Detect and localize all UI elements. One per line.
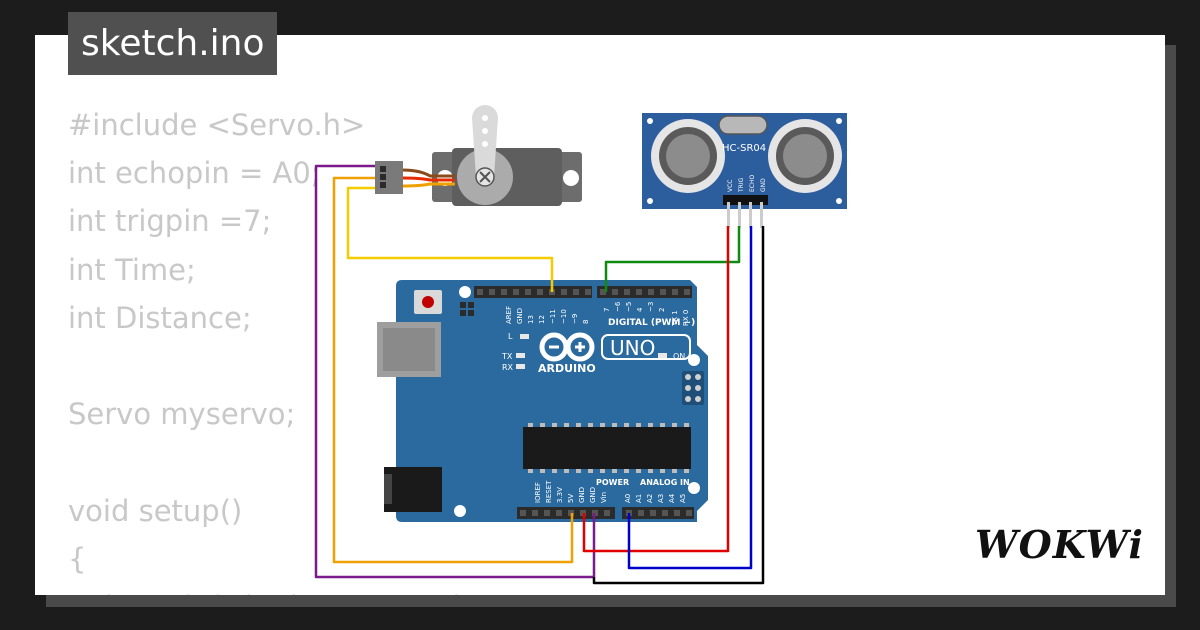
servo-cable [401, 168, 455, 188]
arduino-logo [539, 332, 595, 362]
board-model: UNO [610, 336, 655, 360]
filename-tab[interactable]: sketch.ino [68, 12, 278, 75]
code-line: int echopin = A0; [68, 156, 321, 191]
pin-label: TX 1 [671, 310, 679, 327]
wire-yellow [346, 186, 554, 292]
wire-purple [314, 164, 596, 579]
wokwi-logo: WOKWi [975, 522, 1144, 567]
chip-pins [528, 423, 689, 473]
pin-label: AREF [505, 306, 513, 324]
svg-text:GND: GND [760, 178, 767, 192]
code-line: void setup() [68, 493, 243, 528]
reset-button-cap[interactable] [422, 296, 434, 308]
analog-pin-labels: A0 A1 A2 A3 A4 A5 [624, 493, 687, 503]
code-line: int Distance; [68, 300, 252, 335]
sensor-pin-header[interactable] [723, 195, 768, 205]
servo-connector-pins [380, 166, 386, 188]
pin-label: ~9 [571, 314, 579, 324]
pin-label: 8 [582, 320, 590, 324]
svg-text:TX: TX [501, 352, 513, 361]
mount-hole [454, 505, 466, 517]
svg-text:RX: RX [502, 363, 514, 372]
svg-text:A0: A0 [624, 494, 632, 503]
code-line: { [68, 541, 87, 576]
power-header[interactable] [517, 507, 615, 519]
sensor-label: HC-SR04 [722, 143, 766, 154]
power-jack-edge [384, 474, 392, 504]
pin-label: 7 [603, 308, 611, 312]
pin-label: GND [516, 308, 524, 324]
pin-label: ~11 [549, 309, 557, 324]
atmega-chip [523, 427, 691, 469]
pin-label: 12 [538, 315, 546, 324]
digital-header-sockets [477, 289, 690, 295]
bottom-header-sockets [520, 510, 692, 516]
code-line: int Time; [68, 252, 196, 287]
crystal [718, 115, 768, 135]
pin-label: ~10 [560, 309, 568, 324]
mount-hole [688, 482, 700, 494]
pin-label: ~6 [614, 301, 622, 312]
svg-text:ON: ON [673, 352, 685, 361]
pin-label: ~5 [625, 302, 633, 312]
svg-text:ECHO: ECHO [749, 175, 756, 192]
power-pin-labels: IOREF RESET 3.3V 5V GND GND Vin [534, 480, 608, 503]
digital-header-right[interactable] [597, 286, 692, 298]
top-pin-labels: AREF GND 13 12 ~11 ~10 ~9 8 7 ~6 ~5 4 ~3… [505, 301, 690, 327]
wire-orange [332, 176, 574, 564]
svg-text:A5: A5 [679, 494, 687, 503]
mount-hole [688, 354, 700, 366]
pin-label: 4 [636, 307, 644, 312]
code-line: Servo myservo; [68, 397, 296, 432]
servo-connector[interactable] [375, 161, 403, 194]
mount-hole [459, 286, 471, 298]
hc-sr04-sensor[interactable]: HC-SR04 VCC TRIG ECHO GND [642, 113, 847, 228]
uno-badge [601, 334, 691, 360]
code-line: pinMode(trigpin, OUTPUT); [68, 583, 474, 595]
digital-header-label: DIGITAL (PWM ~) [608, 318, 695, 328]
analog-header[interactable] [622, 507, 694, 519]
icsp-header-small [460, 302, 474, 316]
svg-text:3.3V: 3.3V [556, 487, 564, 503]
svg-text:GND: GND [589, 487, 597, 503]
wire-blue [627, 226, 753, 570]
pin-label: RX 0 [682, 310, 690, 326]
svg-text:TRIG: TRIG [738, 177, 745, 193]
svg-text:A2: A2 [646, 494, 654, 503]
svg-text:VCC: VCC [727, 180, 734, 192]
servo-mount-hole [437, 170, 453, 186]
code-line: int trigpin =7; [68, 204, 272, 239]
sensor-pin-labels: VCC TRIG ECHO GND [727, 175, 767, 193]
usb-connector-inner [383, 328, 435, 371]
svg-text:IOREF: IOREF [534, 482, 542, 503]
svg-text:RESET: RESET [545, 480, 553, 503]
svg-text:A3: A3 [657, 494, 665, 503]
pin-label: 2 [658, 308, 666, 312]
pin-label: ~3 [647, 302, 655, 312]
svg-text:L: L [508, 332, 513, 341]
analog-label: ANALOG IN [640, 478, 690, 487]
sensor-pins [727, 202, 763, 228]
servo-motor[interactable] [432, 105, 582, 206]
svg-text:GND: GND [578, 487, 586, 503]
icsp-header-right [682, 371, 704, 405]
servo-mount-hole [563, 170, 579, 186]
status-leds: L TX RX ON [501, 332, 685, 372]
wire-green [604, 226, 741, 292]
code-preview: #include <Servo.h> int echopin = A0; int… [68, 101, 474, 595]
wires [314, 164, 765, 585]
power-jack [384, 467, 442, 512]
svg-text:A4: A4 [668, 493, 676, 503]
svg-text:5V: 5V [567, 494, 575, 503]
board-brand: ARDUINO [538, 362, 596, 375]
svg-text:Vin: Vin [600, 492, 608, 503]
power-label: POWER [596, 478, 629, 487]
arduino-uno-board[interactable]: AREF GND 13 12 ~11 ~10 ~9 8 7 ~6 ~5 4 ~3… [377, 280, 708, 522]
svg-text:A1: A1 [635, 494, 643, 503]
wire-black [592, 226, 765, 585]
code-line: #include <Servo.h> [68, 108, 366, 142]
pin-label: 13 [527, 315, 535, 324]
wire-red [582, 226, 730, 553]
